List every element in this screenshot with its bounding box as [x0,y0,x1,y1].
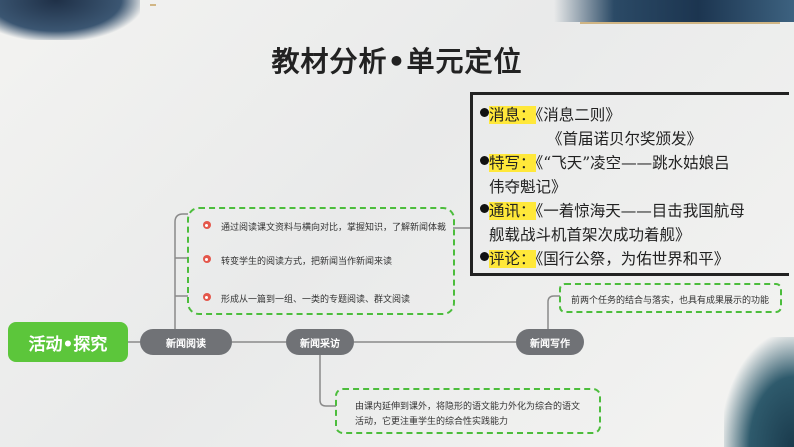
interview-text-line2: 活动，它更注重学生的综合性实践能力 [355,417,509,427]
list-item: 消息：《消息二则》 [480,103,621,125]
list-item: 舰载战斗机首架次成功着舰》 [489,223,691,245]
list-item: 伟夺魁记》 [489,175,567,197]
reading-item-text: 通过阅读课文资料与横向对比，掌握知识，了解新闻体裁 [221,223,447,233]
marble-decoration-bottom-right [724,337,794,447]
list-item-text: 舰载战斗机首架次成功着舰》 [489,226,691,244]
list-item: 特写：《“飞天”凌空——跳水姑娘吕 [480,151,730,173]
list-item: 《首届诺贝尔奖颁发》 [547,127,702,149]
genre-tag: 通讯： [489,202,536,220]
genre-tag: 特写： [489,154,536,172]
reading-item-text: 形成从一篇到一组、一类的专题阅读、群文阅读 [221,295,411,305]
interview-text-line1: 由课内延伸到课外，将隐形的语文能力外化为综合的语文 [355,402,581,412]
activity-explore-node[interactable]: 活动•探究 [8,322,128,362]
gold-accent [150,4,156,6]
reading-item-text: 转变学生的阅读方式，把新闻当作新闻来读 [221,257,393,267]
list-item: 通讯：《一着惊海天——目击我国航母 [480,199,745,221]
bullet-icon [480,252,489,261]
play-icon [203,293,211,301]
reading-details-box: 通过阅读课文资料与横向对比，掌握知识，了解新闻体裁 转变学生的阅读方式，把新闻当… [187,207,455,315]
gold-accent [580,22,780,24]
page-title: 教材分析•单元定位 [271,45,523,78]
news-interview-node[interactable]: 新闻采访 [286,329,354,355]
news-writing-node[interactable]: 新闻写作 [516,329,584,355]
genre-tag: 消息： [489,106,536,124]
list-item-text: 《消息二则》 [535,106,621,124]
interview-details-box: 由课内延伸到课外，将隐形的语文能力外化为综合的语文 活动，它更注重学生的综合性实… [335,388,601,434]
list-item-text: 《一着惊海天——目击我国航母 [535,202,745,220]
bullet-icon [480,156,489,165]
list-item-text: 《国行公祭，为佑世界和平》 [535,250,730,268]
play-icon [203,221,211,229]
text-list-bracket: 消息：《消息二则》 《首届诺贝尔奖颁发》 特写：《“飞天”凌空——跳水姑娘吕 伟… [470,92,789,276]
list-item-text: 《首届诺贝尔奖颁发》 [547,130,703,148]
play-icon [203,255,211,263]
marble-decoration-top-right [554,0,794,22]
writing-details-box: 前两个任务的结合与落实，也具有成果展示的功能 [559,283,782,313]
list-item-text: 《“飞天”凌空——跳水姑娘吕 [535,154,730,172]
bullet-icon [480,204,489,213]
list-item: 评论：《国行公祭，为佑世界和平》 [480,247,730,269]
writing-text: 前两个任务的结合与落实，也具有成果展示的功能 [571,296,770,306]
list-item-text: 伟夺魁记》 [489,178,567,196]
news-reading-node[interactable]: 新闻阅读 [140,329,232,355]
bullet-icon [480,108,489,117]
marble-decoration-top-left [0,0,140,40]
genre-tag: 评论： [489,250,536,268]
